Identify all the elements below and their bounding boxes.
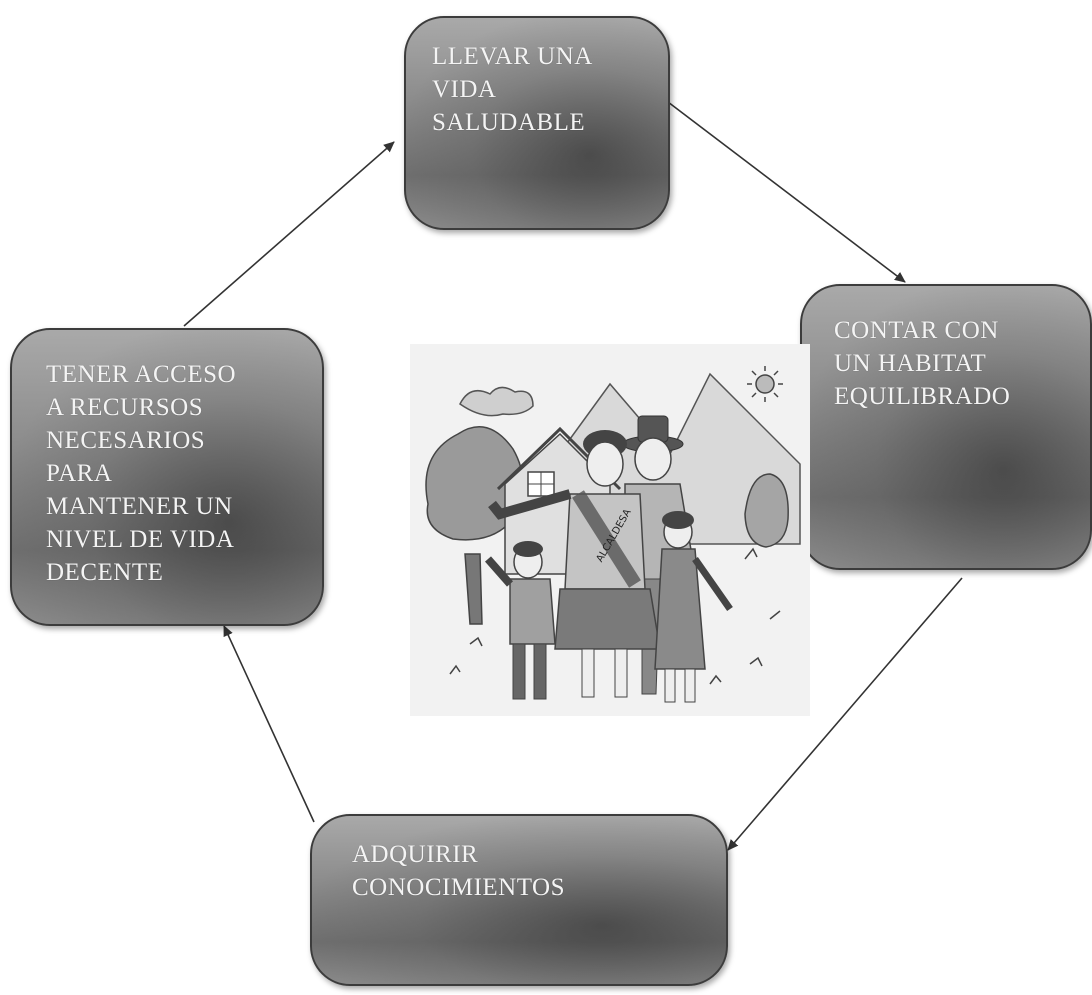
node-adquirir-conocimientos: ADQUIRIR CONOCIMIENTOS (310, 814, 728, 986)
family-illustration-icon: ALCALDESA (410, 344, 810, 716)
node-label: LLEVAR UNA VIDA SALUDABLE (432, 43, 593, 136)
node-label: CONTAR CON UN HABITAT EQUILIBRADO (834, 317, 1011, 410)
sun-icon (747, 366, 783, 402)
node-label: ADQUIRIR CONOCIMIENTOS (352, 841, 565, 901)
node-llevar-vida-saludable: LLEVAR UNA VIDA SALUDABLE (404, 16, 670, 230)
arrow-top-to-right (667, 101, 906, 283)
node-acceso-recursos: TENER ACCESO A RECURSOS NECESARIOS PARA … (10, 328, 324, 626)
arrow-left-to-top (183, 141, 395, 327)
node-label: TENER ACCESO A RECURSOS NECESARIOS PARA … (46, 361, 237, 586)
node-habitat-equilibrado: CONTAR CON UN HABITAT EQUILIBRADO (800, 284, 1092, 570)
arrow-bottom-to-left (223, 625, 315, 823)
